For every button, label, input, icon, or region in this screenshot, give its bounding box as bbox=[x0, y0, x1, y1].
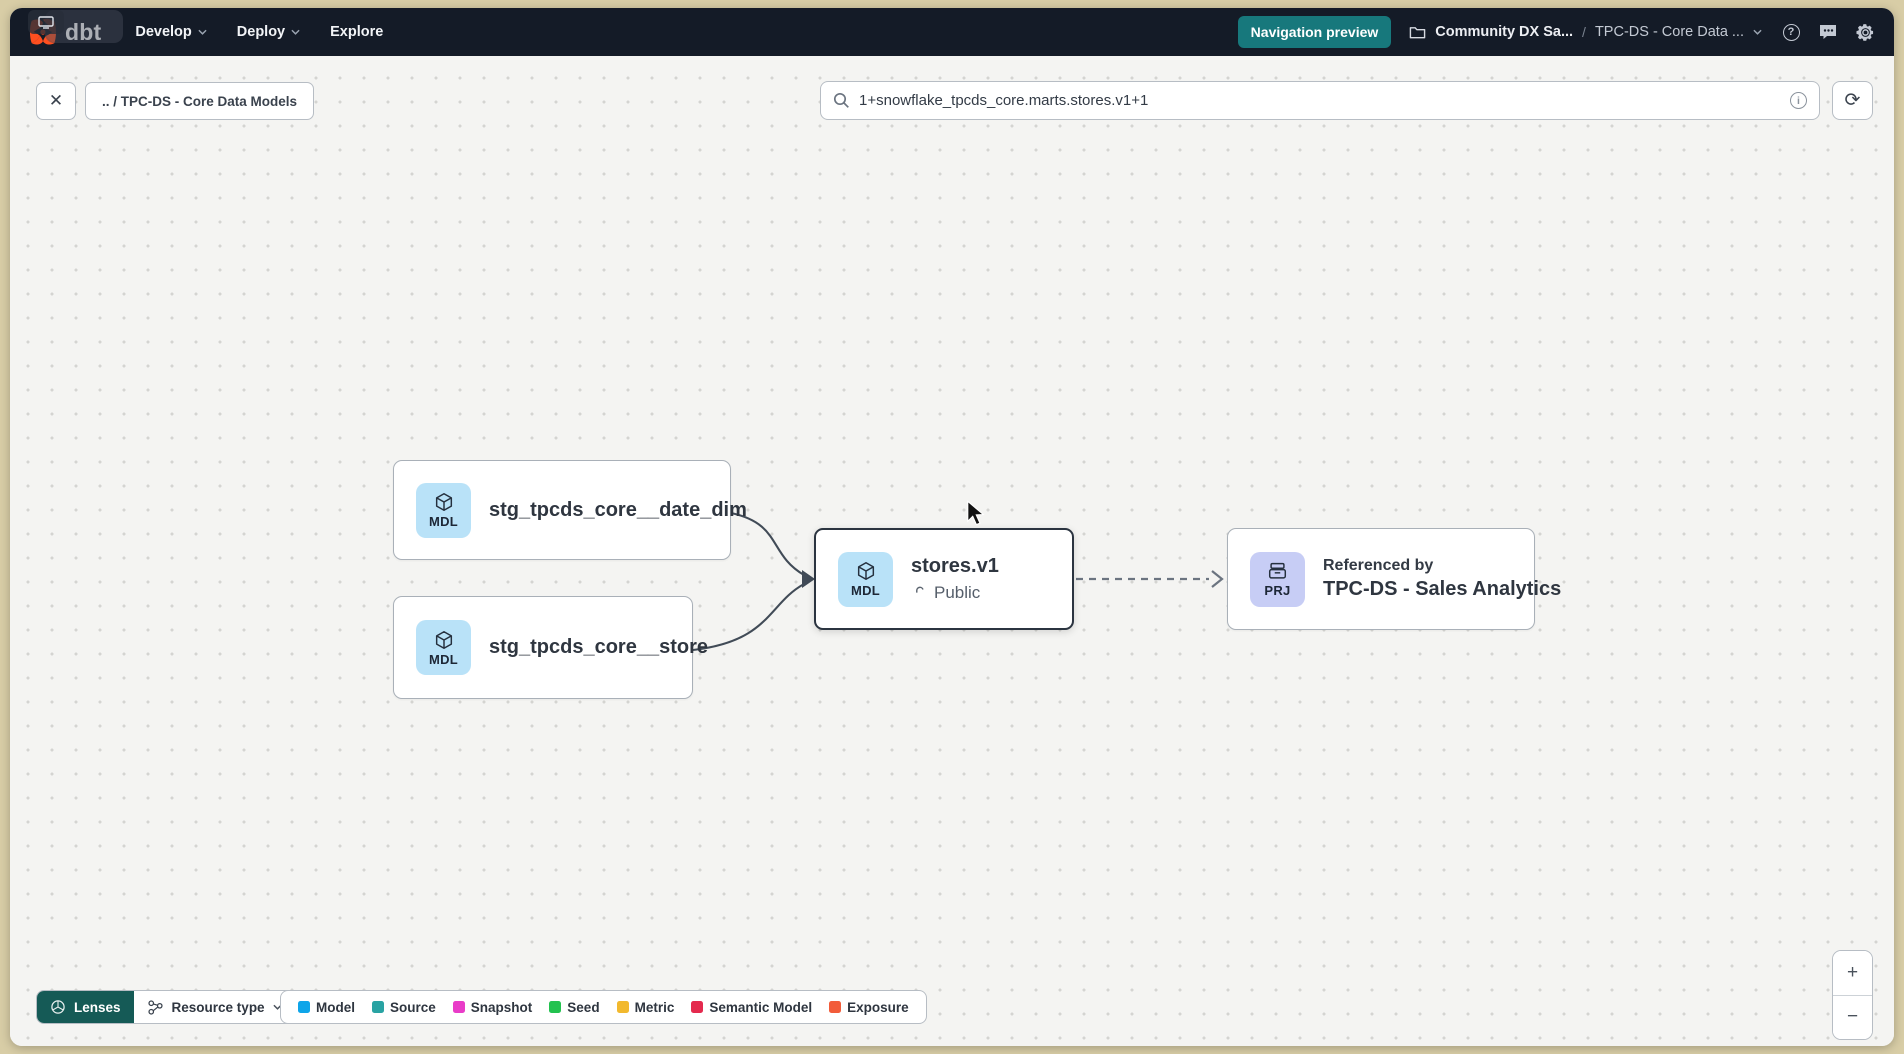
nav-icon-group: ? bbox=[1780, 21, 1876, 43]
resource-type-button[interactable]: Resource type bbox=[133, 991, 295, 1023]
zoom-control: + − bbox=[1832, 950, 1873, 1040]
legend-swatch bbox=[616, 1001, 629, 1013]
node-label: stg_tpcds_core__store bbox=[489, 636, 708, 658]
chevron-down-icon bbox=[198, 29, 207, 35]
node-subtitle: Referenced by bbox=[1323, 557, 1434, 574]
badge-label: PRJ bbox=[1264, 583, 1291, 598]
project-stack-icon bbox=[1268, 562, 1287, 579]
settings-gear-icon[interactable] bbox=[1854, 21, 1876, 43]
navigation-preview-button[interactable]: Navigation preview bbox=[1237, 16, 1392, 48]
cube-icon bbox=[435, 630, 452, 649]
feedback-icon[interactable] bbox=[1817, 21, 1839, 43]
resource-type-icon bbox=[147, 999, 163, 1015]
nav-item-develop[interactable]: Develop bbox=[135, 24, 207, 40]
close-icon: ✕ bbox=[48, 91, 64, 110]
info-icon[interactable]: i bbox=[1790, 92, 1807, 109]
node-label: stores.v1 bbox=[911, 555, 999, 577]
node-text-group: Referenced by TPC-DS - Sales Analytics bbox=[1323, 557, 1561, 601]
badge-label: MDL bbox=[428, 514, 459, 529]
nav-item-deploy[interactable]: Deploy bbox=[237, 24, 300, 40]
node-label: stg_tpcds_core__date_dim bbox=[489, 498, 747, 521]
access-label: Public bbox=[934, 583, 981, 602]
selector-input[interactable] bbox=[859, 92, 1781, 109]
lineage-breadcrumb-chip[interactable]: .. / TPC-DS - Core Data Models bbox=[85, 82, 315, 120]
app-window: dbt Develop Deploy Explore Navigation pr… bbox=[10, 8, 1894, 1046]
zoom-in-button[interactable]: + bbox=[1833, 951, 1872, 996]
node-label: TPC-DS - Sales Analytics bbox=[1323, 578, 1562, 600]
legend-item-snapshot: Snapshot bbox=[452, 999, 533, 1015]
legend-label: Model bbox=[316, 999, 355, 1015]
lens-control-group: Lenses Resource type bbox=[36, 990, 296, 1024]
chevron-down-icon[interactable] bbox=[1753, 29, 1762, 35]
legend-item-seed: Seed bbox=[549, 999, 600, 1015]
model-badge: MDL bbox=[416, 482, 471, 538]
chevron-down-icon bbox=[291, 29, 300, 35]
legend-swatch bbox=[298, 1001, 310, 1013]
folder-icon bbox=[1409, 26, 1426, 38]
nav-item-label: Explore bbox=[330, 24, 384, 40]
legend-label: Source bbox=[390, 999, 436, 1015]
legend-item-exposure: Exposure bbox=[829, 1000, 909, 1015]
legend-label: Semantic Model bbox=[709, 999, 813, 1015]
unlock-icon bbox=[916, 586, 924, 593]
screen-share-icon[interactable] bbox=[28, 10, 64, 34]
badge-label: MDL bbox=[850, 583, 881, 598]
legend-item-semantic-model: Semantic Model bbox=[691, 1000, 812, 1015]
search-icon bbox=[833, 92, 849, 108]
chevron-down-icon bbox=[272, 1004, 282, 1010]
legend-label: Snapshot bbox=[470, 999, 533, 1015]
legend-swatch bbox=[452, 1001, 465, 1013]
refresh-icon: ⟳ bbox=[1844, 90, 1861, 111]
primary-nav: Develop Deploy Explore bbox=[135, 24, 383, 40]
badge-label: MDL bbox=[428, 651, 459, 667]
close-button[interactable]: ✕ bbox=[36, 82, 76, 120]
nav-item-label: Deploy bbox=[236, 24, 286, 40]
resource-type-label: Resource type bbox=[171, 999, 265, 1015]
model-badge: MDL bbox=[416, 620, 471, 675]
cube-icon bbox=[435, 493, 452, 511]
node-access-row: Public bbox=[911, 583, 999, 603]
zoom-out-button[interactable]: − bbox=[1833, 995, 1872, 1039]
nav-item-label: Develop bbox=[135, 24, 192, 40]
legend-item-metric: Metric bbox=[616, 999, 675, 1015]
breadcrumb-section[interactable]: TPC-DS - Core Data ... bbox=[1594, 24, 1744, 40]
dbt-logo[interactable]: dbt bbox=[28, 17, 101, 47]
legend-swatch bbox=[691, 1001, 704, 1013]
breadcrumb-project[interactable]: Community DX Sa... bbox=[1435, 24, 1574, 40]
cube-icon bbox=[857, 562, 874, 580]
legend-swatch bbox=[372, 1001, 384, 1013]
node-referenced-by-sales-analytics[interactable]: PRJ Referenced by TPC-DS - Sales Analyti… bbox=[1227, 528, 1561, 630]
resource-type-legend: Model Source Snapshot Seed Metric Semant… bbox=[280, 990, 927, 1024]
help-icon[interactable]: ? bbox=[1780, 21, 1802, 43]
lenses-button[interactable]: Lenses bbox=[37, 991, 134, 1023]
node-stg-tpcds-core-store[interactable]: MDL stg_tpcds_core__store bbox=[393, 596, 708, 699]
lenses-label: Lenses bbox=[74, 999, 121, 1015]
lineage-search-bar: i bbox=[820, 81, 1820, 120]
dbt-logo-text: dbt bbox=[65, 18, 102, 45]
nav-item-explore[interactable]: Explore bbox=[330, 24, 383, 40]
legend-label: Metric bbox=[634, 999, 675, 1015]
top-nav: dbt Develop Deploy Explore Navigation pr… bbox=[10, 8, 1894, 56]
lens-icon bbox=[51, 1000, 65, 1014]
nav-right-group: Navigation preview Community DX Sa... / … bbox=[1237, 16, 1876, 48]
legend-item-model: Model bbox=[298, 1000, 355, 1015]
legend-item-source: Source bbox=[372, 1000, 436, 1015]
legend-label: Seed bbox=[567, 999, 600, 1015]
legend-label: Exposure bbox=[847, 999, 909, 1015]
refresh-button[interactable]: ⟳ bbox=[1832, 81, 1873, 120]
legend-swatch bbox=[549, 1001, 562, 1013]
node-stores-v1[interactable]: MDL stores.v1 Public bbox=[814, 528, 1074, 630]
node-text-group: stores.v1 Public bbox=[911, 555, 999, 603]
breadcrumb: Community DX Sa... / TPC-DS - Core Data … bbox=[1409, 24, 1762, 40]
model-badge: MDL bbox=[838, 551, 893, 607]
breadcrumb-separator: / bbox=[1582, 24, 1586, 40]
project-badge: PRJ bbox=[1250, 551, 1305, 607]
legend-swatch bbox=[829, 1001, 842, 1013]
node-stg-tpcds-core-date-dim[interactable]: MDL stg_tpcds_core__date_dim bbox=[393, 460, 747, 560]
